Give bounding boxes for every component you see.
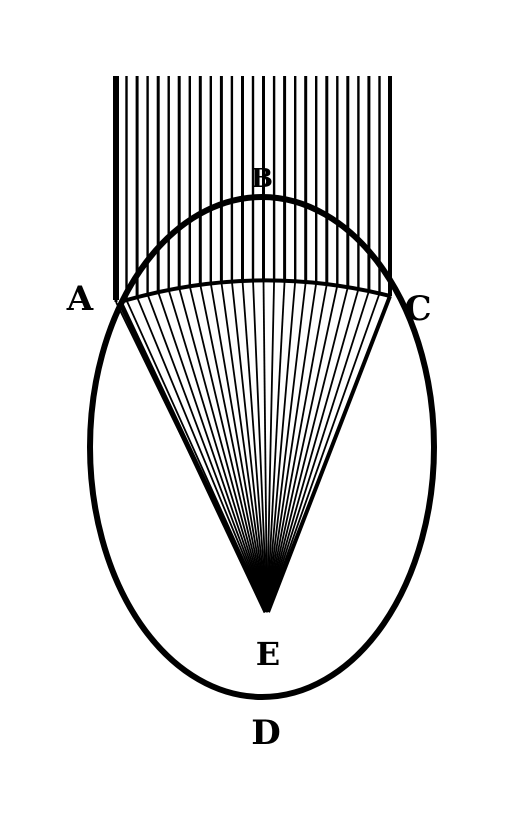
converging-ray bbox=[266, 290, 370, 613]
converging-ray bbox=[266, 281, 307, 613]
label-e: E bbox=[256, 635, 280, 673]
converging-ray bbox=[199, 284, 268, 613]
chord-arc-a-c bbox=[119, 278, 391, 304]
cone-left-edge bbox=[117, 300, 269, 614]
converging-ray bbox=[262, 280, 268, 613]
label-d: D bbox=[251, 713, 280, 753]
converging-ray bbox=[266, 280, 286, 613]
label-b: B bbox=[251, 164, 273, 194]
ellipse-outline bbox=[87, 194, 437, 700]
cone-right-edge bbox=[266, 295, 392, 613]
converging-refracted-rays bbox=[115, 280, 391, 613]
converging-ray bbox=[266, 280, 275, 613]
converging-ray bbox=[266, 288, 360, 613]
converging-ray bbox=[266, 285, 339, 613]
label-c: C bbox=[404, 289, 431, 329]
converging-ray bbox=[231, 281, 268, 613]
converging-ray bbox=[266, 281, 297, 613]
converging-ray bbox=[241, 280, 268, 613]
converging-ray bbox=[136, 296, 268, 613]
converging-ray bbox=[188, 286, 268, 613]
converging-ray bbox=[209, 283, 268, 613]
converging-ray bbox=[252, 280, 268, 613]
incoming-parallel-rays bbox=[114, 76, 392, 302]
label-a: A bbox=[66, 279, 94, 319]
converging-ray bbox=[266, 293, 381, 613]
converging-ray bbox=[266, 286, 349, 613]
converging-ray bbox=[220, 282, 268, 613]
converging-ray bbox=[146, 294, 268, 613]
converging-ray bbox=[167, 289, 268, 613]
converging-ray bbox=[266, 283, 328, 613]
converging-ray bbox=[178, 287, 268, 613]
converging-ray bbox=[157, 291, 268, 613]
converging-ray bbox=[266, 282, 318, 613]
